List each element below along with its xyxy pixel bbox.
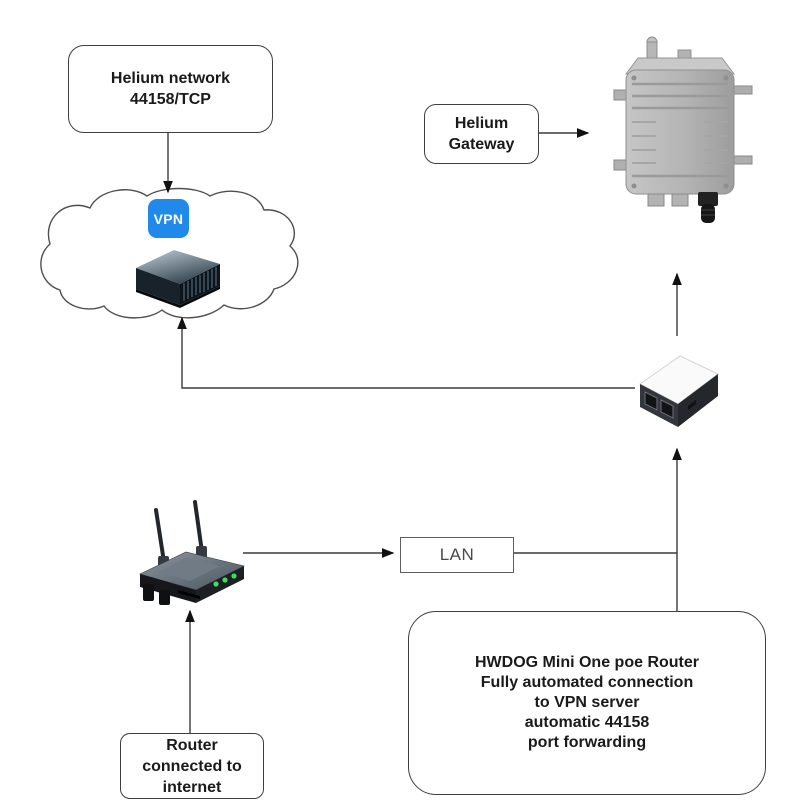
helium-network-box: Helium network 44158/TCP [68, 45, 273, 133]
hwdog-line-1: HWDOG Mini One poe Router [475, 654, 699, 671]
helium-network-line-2: 44158/TCP [130, 91, 211, 108]
hwdog-line-5: port forwarding [527, 734, 647, 751]
router-internet-line-2: connected to [142, 757, 242, 775]
router-internet-line-1: Router [166, 736, 218, 754]
hwdog-line-4: automatic 44158 [524, 714, 650, 731]
arrow-mini-router-to-cloud [177, 316, 635, 389]
router-internet-line-3: internet [162, 778, 222, 796]
vpn-server-image [136, 250, 220, 308]
vpn-icon-label: VPN [153, 210, 184, 227]
lan-box: LAN [400, 537, 514, 573]
wifi-router-image [139, 500, 245, 605]
helium-gateway-box: Helium Gateway [424, 104, 539, 164]
hwdog-line-2: Fully automated connection [480, 674, 694, 691]
helium-network-line-1: Helium network [110, 70, 231, 87]
lan-label: LAN [439, 545, 475, 564]
vpn-icon: VPN [148, 199, 189, 238]
helium-gateway-line-2: Gateway [448, 136, 515, 153]
mini-poe-router-image [639, 355, 719, 427]
router-internet-box: Router connected to internet [120, 733, 264, 799]
hwdog-info-box: HWDOG Mini One poe Router Fully automate… [408, 611, 766, 795]
helium-gateway-line-1: Helium [454, 115, 509, 132]
helium-gateway-device-image [613, 36, 753, 223]
hwdog-line-3: to VPN server [534, 694, 640, 711]
